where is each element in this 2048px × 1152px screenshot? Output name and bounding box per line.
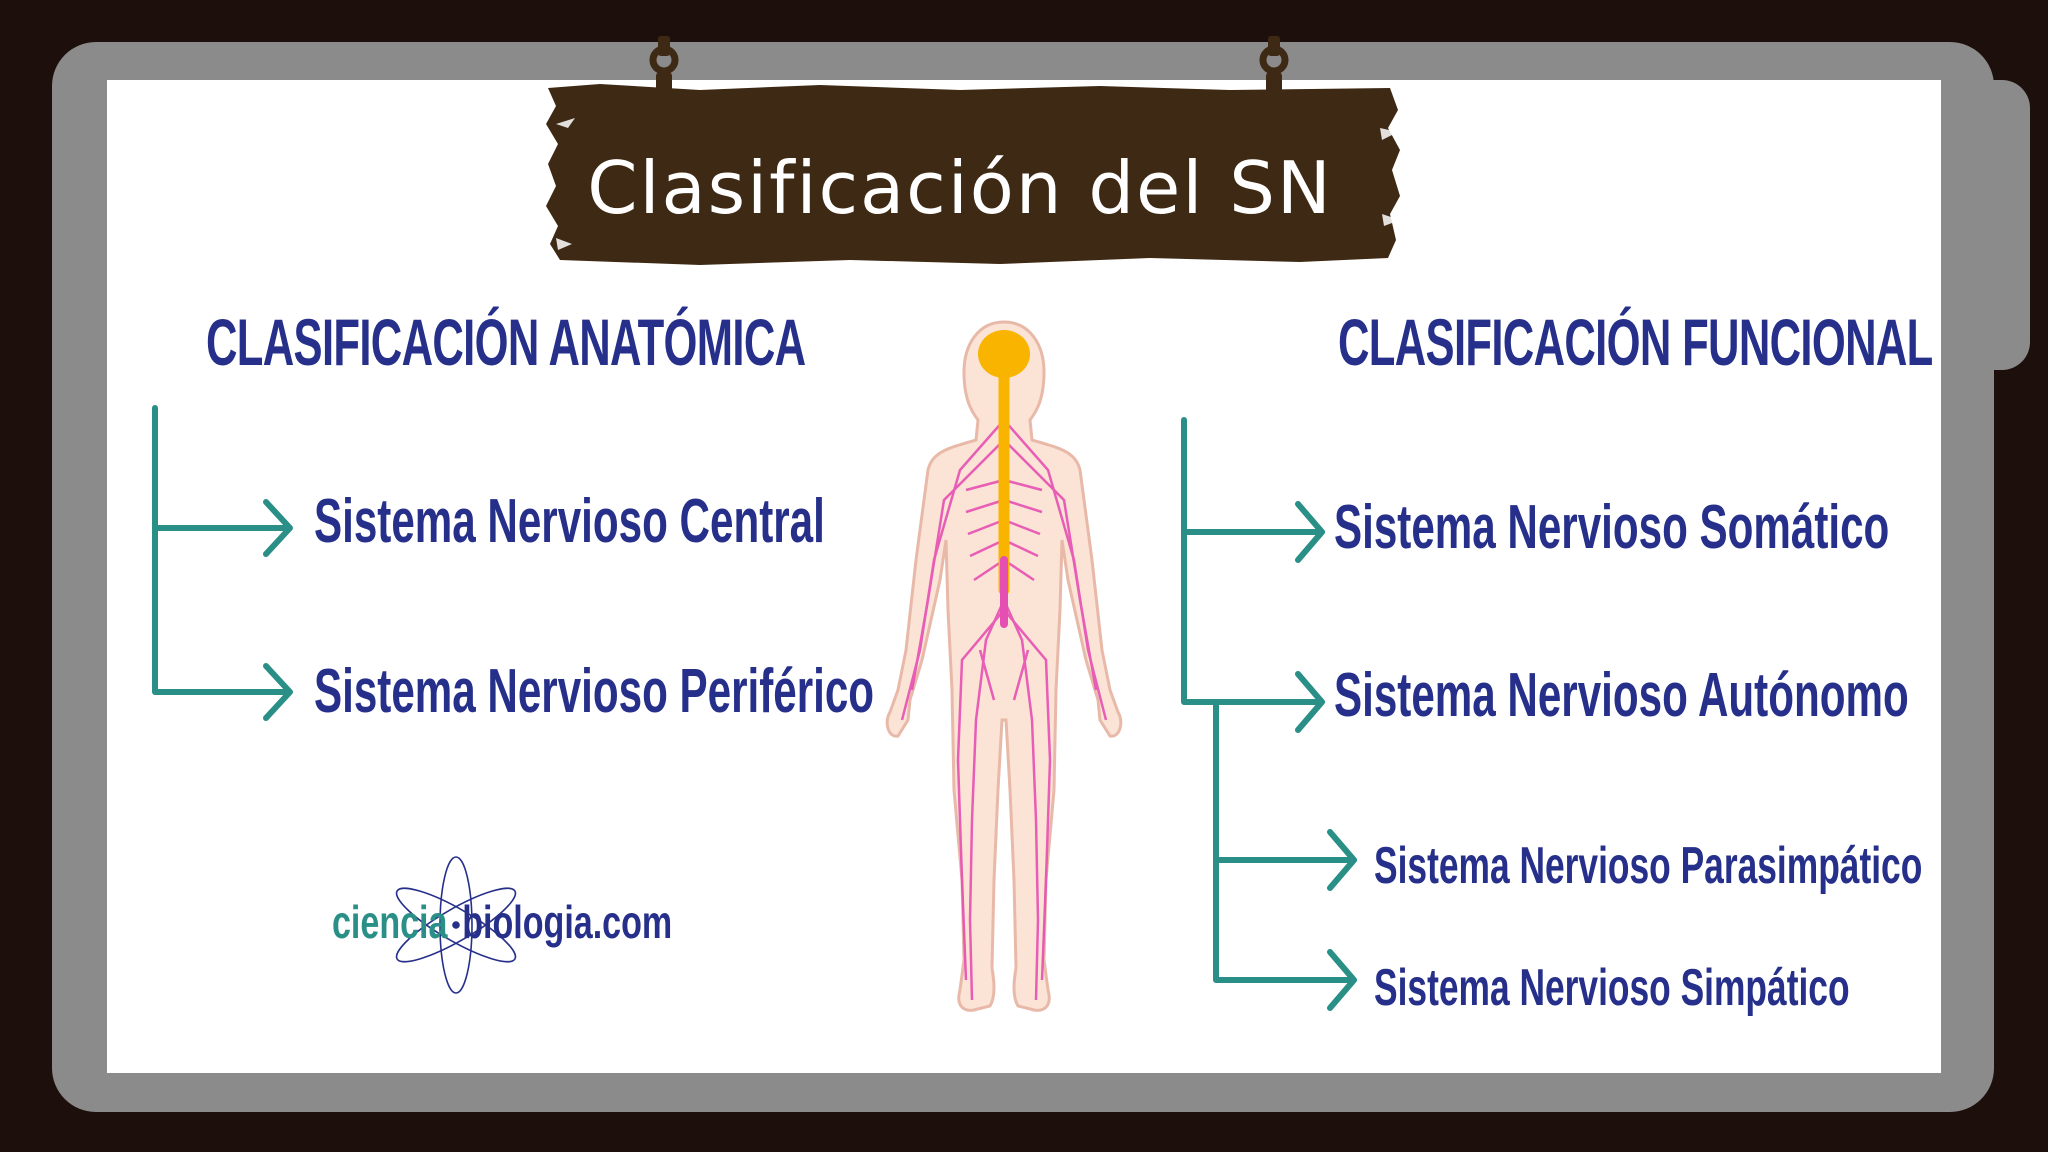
heading-functional: CLASIFICACIÓN FUNCIONAL [1338,305,1933,379]
item-parasimpatico: Sistema Nervioso Parasimpático [1374,837,1923,895]
item-simpatico: Sistema Nervioso Simpático [1374,959,1850,1017]
anatomical-bracket [152,405,293,721]
site-logo: ciencia biologia.com [332,892,672,952]
functional-bracket [1181,417,1357,1011]
logo-part-biologia: biologia.com [462,896,673,948]
atom-icon [395,856,517,994]
logo-part-ciencia: ciencia [332,896,448,948]
heading-anatomical: CLASIFICACIÓN ANATÓMICA [206,305,806,379]
item-autonomo: Sistema Nervioso Autónomo [1334,661,1909,730]
human-nervous-system-figure [885,320,1123,1012]
title-board [546,84,1400,265]
item-central: Sistema Nervioso Central [314,487,825,556]
page-title: Clasificación del SN [587,146,1333,230]
item-somatico: Sistema Nervioso Somático [1334,493,1890,562]
item-periferico: Sistema Nervioso Periférico [314,657,875,726]
frame-tab [1990,80,2030,370]
